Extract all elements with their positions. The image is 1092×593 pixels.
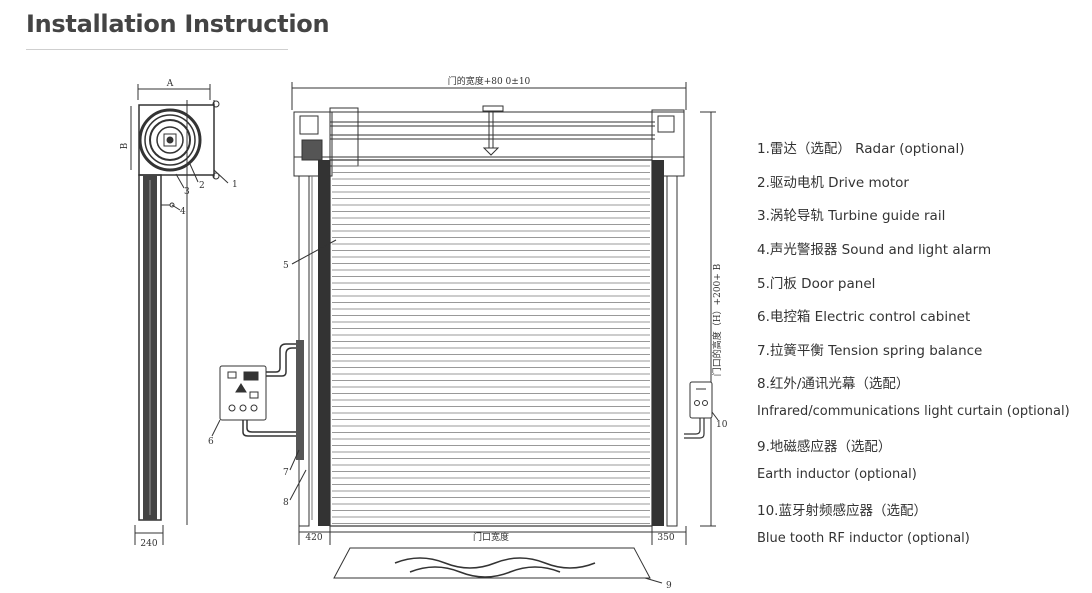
callout-10: 10 — [716, 420, 728, 430]
side-view — [130, 84, 229, 545]
legend-item-alarm: 4.声光警报器 Sound and light alarm — [757, 242, 992, 258]
legend-item-spring-balance: 7.拉簧平衡 Tension spring balance — [757, 343, 983, 359]
callout-7: 7 — [283, 468, 289, 478]
legend-item-earth-inductor-sub: Earth inductor (optional) — [757, 467, 917, 482]
callout-4: 4 — [180, 207, 186, 217]
dimension-top-width: 门的宽度+80 0±10 — [448, 75, 531, 87]
callout-1: 1 — [232, 180, 238, 190]
legend-item-rf-inductor: 10.蓝牙射频感应器（选配） — [757, 503, 927, 519]
callout-5: 5 — [283, 261, 289, 271]
callout-3: 3 — [184, 187, 190, 197]
dimension-bottom-opening: 门口宽度 — [473, 531, 509, 543]
dimension-bottom-350: 350 — [657, 533, 674, 543]
legend-item-light-curtain-sub: Infrared/communications light curtain (o… — [757, 404, 1070, 419]
dimension-a: A — [166, 79, 174, 89]
legend-item-earth-inductor: 9.地磁感应器（选配） — [757, 439, 892, 455]
legend-item-control-cabinet: 6.电控箱 Electric control cabinet — [757, 309, 971, 325]
callout-9: 9 — [666, 581, 672, 591]
legend-item-light-curtain: 8.红外/通讯光幕（选配） — [757, 376, 910, 392]
dimension-bottom-420: 420 — [305, 533, 322, 543]
title-divider — [26, 49, 288, 50]
dimension-right-height: 门口的高度（H）+200+ B — [711, 263, 723, 376]
page-title: Installation Instruction — [26, 10, 330, 38]
dimension-bottom-left: 240 — [140, 539, 157, 549]
legend-item-guide-rail: 3.涡轮导轨 Turbine guide rail — [757, 208, 946, 224]
callout-8: 8 — [283, 498, 289, 508]
callout-2: 2 — [199, 181, 205, 191]
legend-item-drive-motor: 2.驱动电机 Drive motor — [757, 175, 909, 191]
callout-6: 6 — [208, 437, 214, 447]
dimension-b: B — [120, 142, 130, 149]
legend-item-rf-inductor-sub: Blue tooth RF inductor (optional) — [757, 531, 970, 546]
front-view — [211, 82, 719, 584]
legend-item-radar: 1.雷达（选配） Radar (optional) — [757, 141, 965, 157]
legend-item-door-panel: 5.门板 Door panel — [757, 276, 876, 292]
